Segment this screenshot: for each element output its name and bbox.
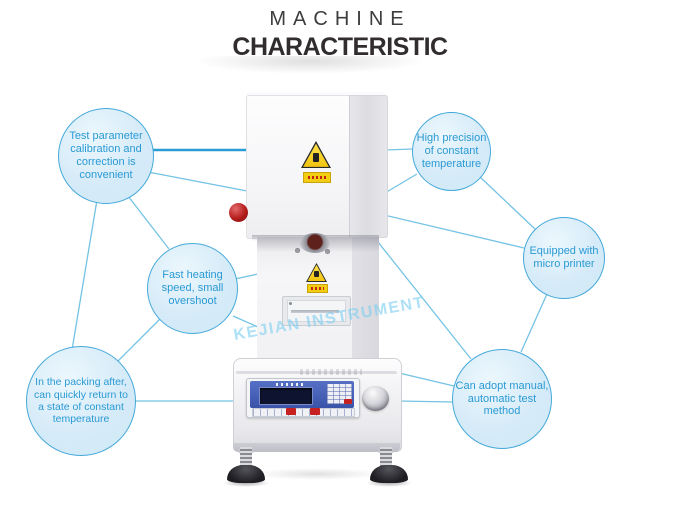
adjustable-foot — [227, 465, 265, 483]
foot-shadow — [366, 479, 412, 487]
feature-bubble-test-parameter: Test parameter calibration and correctio… — [58, 108, 154, 204]
title-line1: MACHINE — [269, 8, 411, 30]
feature-bubble-test-method: Can adopt manual, automatic test method — [452, 349, 552, 449]
feature-bubble-fast-heating: Fast heating speed, small overshoot — [147, 243, 238, 334]
lcd-display — [259, 387, 313, 405]
oven-front-panel — [246, 95, 350, 239]
page-title: MACHINE CHARACTERISTIC — [0, 8, 680, 62]
button-row — [252, 408, 355, 417]
feature-bubble-constant-temperature: In the packing after, can quickly return… — [26, 346, 136, 456]
warning-text-label-small — [307, 284, 328, 293]
adjustable-foot — [370, 465, 408, 483]
screw-icon — [325, 249, 330, 254]
warning-text-label — [303, 172, 331, 183]
red-key — [344, 399, 352, 404]
base-groove — [236, 371, 397, 374]
red-key — [310, 408, 320, 415]
feature-bubble-micro-printer: Equipped with micro printer — [523, 217, 605, 299]
printer-indicator-dot — [289, 302, 292, 305]
panel-header-marks — [276, 383, 306, 386]
extrusion-die — [300, 233, 330, 253]
foot-shadow — [223, 479, 269, 487]
printer-paper-slot — [291, 310, 339, 313]
foot-screw-stem — [240, 447, 252, 468]
title-shadow — [195, 56, 425, 74]
oven-side-panel — [349, 95, 388, 238]
base-model-print — [300, 369, 362, 375]
screw-icon — [295, 248, 300, 253]
base-bottom-edge — [233, 443, 400, 452]
silver-knob — [362, 386, 389, 411]
red-lever-knob — [229, 203, 248, 222]
title-line2: CHARACTERISTIC — [232, 33, 448, 61]
column-side — [352, 237, 379, 362]
feature-bubble-high-precision: High precision of constant temperature — [412, 112, 491, 191]
foot-screw-stem — [380, 447, 392, 468]
ground-shadow — [252, 468, 382, 480]
red-key — [286, 408, 296, 415]
